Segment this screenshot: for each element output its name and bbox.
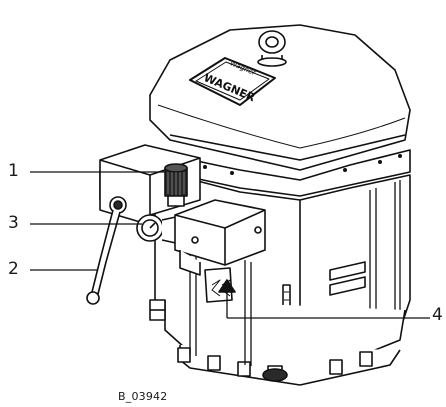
wagner-logo-plate	[189, 57, 276, 106]
lower-connector	[149, 299, 166, 321]
callout-1: 1	[8, 161, 19, 181]
callout-2: 2	[8, 259, 19, 279]
relief-valve	[86, 196, 127, 305]
callout-3: 3	[8, 213, 19, 233]
hood-lower-band	[149, 95, 411, 171]
outlet-block	[174, 199, 266, 276]
lifting-eyebolt	[257, 30, 287, 67]
callout-4: 4	[432, 305, 443, 325]
image-code: B_03942	[118, 390, 168, 403]
callout-leaders	[30, 171, 430, 319]
arrow-4	[218, 279, 236, 293]
pressure-regulator-knob	[164, 163, 188, 207]
